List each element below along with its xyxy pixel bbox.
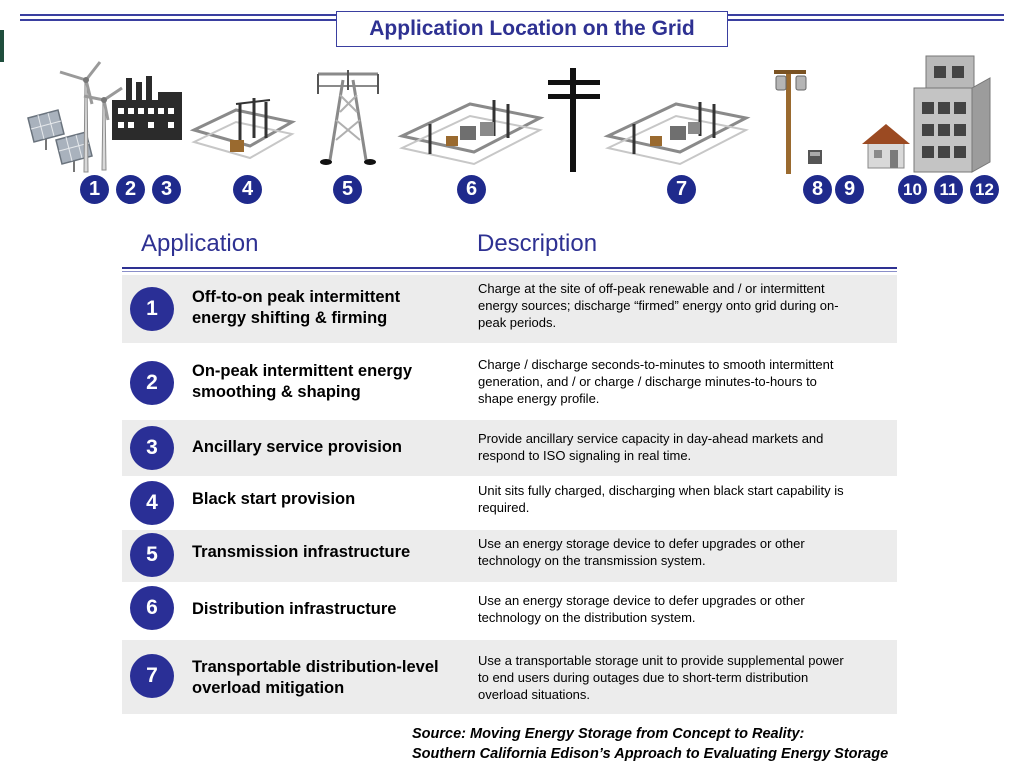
title-rule-left-top xyxy=(20,14,336,16)
grid-badge-9: 9 xyxy=(835,175,864,204)
title-rule-left-bottom xyxy=(20,19,336,21)
substation-icon xyxy=(189,98,297,160)
title-rule-right-bottom xyxy=(728,19,1004,21)
solar-panel-icon xyxy=(27,109,93,172)
table-row: 6 Distribution infrastructure Use an ene… xyxy=(122,584,897,636)
application-description: Charge / discharge seconds-to-minutes to… xyxy=(478,357,834,406)
application-description: Use a transportable storage unit to prov… xyxy=(478,653,844,702)
table-row: 3 Ancillary service provision Provide an… xyxy=(122,420,897,476)
grid-badge-5: 5 xyxy=(333,175,362,204)
application-name: Distribution infrastructure xyxy=(192,600,397,618)
row-number-badge: 1 xyxy=(130,287,174,331)
table-row: 2 On-peak intermittent energy smoothing … xyxy=(122,347,897,417)
row-number-badge: 6 xyxy=(130,586,174,630)
table-row: 5 Transmission infrastructure Use an ene… xyxy=(122,530,897,582)
grid-badge-10: 10 xyxy=(898,175,927,204)
grid-badge-1: 1 xyxy=(80,175,109,204)
application-description: Provide ancillary service capacity in da… xyxy=(478,431,824,463)
application-name: Transportable distribution-level overloa… xyxy=(192,658,439,697)
grid-illustration xyxy=(27,55,991,174)
power-plant-icon xyxy=(112,76,182,140)
row-number-badge: 7 xyxy=(130,654,174,698)
distribution-substation-icon xyxy=(397,100,545,166)
grid-badge-7: 7 xyxy=(667,175,696,204)
grid-badge-2: 2 xyxy=(116,175,145,204)
application-description: Charge at the site of off-peak renewable… xyxy=(478,281,839,330)
distribution-pole-icon xyxy=(548,68,600,172)
house-icon xyxy=(862,124,910,169)
grid-badge-8: 8 xyxy=(803,175,832,204)
row-number-badge: 4 xyxy=(130,481,174,525)
transmission-tower-icon xyxy=(317,70,379,165)
table-row: 1 Off-to-on peak intermittent energy shi… xyxy=(122,275,897,343)
office-building-icon xyxy=(913,55,991,173)
application-name: Ancillary service provision xyxy=(192,438,403,456)
application-description: Unit sits fully charged, discharging whe… xyxy=(478,483,844,515)
description-column-header: Description xyxy=(477,230,598,257)
title-rule-right-top xyxy=(728,14,1004,16)
grid-badge-4: 4 xyxy=(233,175,262,204)
application-description: Use an energy storage device to defer up… xyxy=(478,593,805,625)
row-number-badge: 2 xyxy=(130,361,174,405)
table-row: 7 Transportable distribution-level overl… xyxy=(122,640,897,714)
local-substation-icon xyxy=(603,102,751,166)
grid-badge-3: 3 xyxy=(152,175,181,204)
application-name: Black start provision xyxy=(192,490,356,508)
source-citation: Source: Moving Energy Storage from Conce… xyxy=(412,726,889,762)
application-column-header: Application xyxy=(141,230,259,257)
application-name: Off-to-on peak intermittent energy shift… xyxy=(192,288,401,327)
row-number-badge: 5 xyxy=(130,533,174,577)
wind-turbine-icon xyxy=(59,61,123,173)
row-number-badge: 3 xyxy=(130,426,174,470)
grid-badge-11: 11 xyxy=(934,175,963,204)
slide-edge-accent xyxy=(0,30,4,62)
header-divider-secondary xyxy=(122,271,897,272)
diagram-title: Application Location on the Grid xyxy=(336,11,728,47)
utility-pole-transformer-icon xyxy=(774,70,822,174)
header-divider xyxy=(122,267,897,269)
grid-badge-6: 6 xyxy=(457,175,486,204)
application-description: Use an energy storage device to defer up… xyxy=(478,536,805,568)
table-row: 4 Black start provision Unit sits fully … xyxy=(122,478,897,528)
application-name: Transmission infrastructure xyxy=(192,543,411,561)
grid-badge-12: 12 xyxy=(970,175,999,204)
application-name: On-peak intermittent energy smoothing & … xyxy=(192,362,413,401)
